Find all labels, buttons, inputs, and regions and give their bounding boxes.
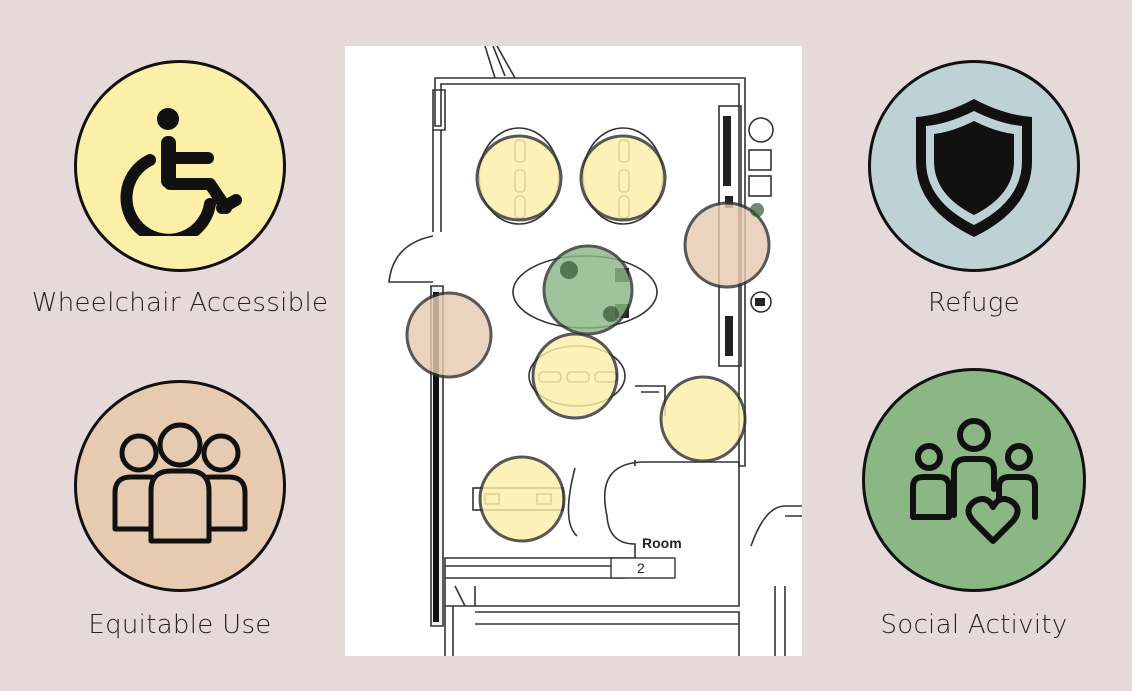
social-activity-circle (862, 368, 1086, 592)
wheelchair-accessible-circle (74, 60, 286, 272)
east-door-swing (750, 505, 802, 547)
plant-icon (603, 306, 619, 322)
people-heart-icon (910, 418, 1038, 544)
wheelchair-accessible-label: Wheelchair Accessible (31, 288, 329, 318)
west-wall-upper (432, 130, 442, 232)
zone-equitable-1 (683, 201, 771, 289)
west-door-swing (388, 235, 434, 283)
room-number: 2 (637, 560, 645, 576)
south-partition (444, 461, 740, 607)
floor-plan: Room 2 (345, 46, 802, 656)
zone-equitable-2 (405, 291, 493, 379)
floor-plan-drawing: Room 2 (388, 46, 802, 656)
equitable-use-label: Equitable Use (88, 610, 272, 640)
zone-wheelchair-3 (531, 332, 619, 420)
south-lines (445, 565, 625, 607)
refuge-label: Refuge (928, 288, 1020, 318)
refuge-circle (868, 60, 1080, 272)
plant-icon (750, 203, 764, 217)
room-door-swing (567, 460, 636, 537)
zone-wheelchair-1 (475, 134, 563, 222)
wheelchair-icon (120, 108, 242, 236)
shield-icon (916, 99, 1032, 237)
social-activity-label: Social Activity (880, 610, 1068, 640)
entry-door-jamb (484, 46, 516, 79)
group-people-icon (112, 422, 248, 544)
zone-social (542, 244, 634, 336)
zone-wheelchair-5 (478, 455, 566, 543)
plant-icon (560, 261, 578, 279)
east-fixture (748, 117, 774, 143)
wall-column (432, 89, 446, 131)
zone-wheelchair-2 (579, 134, 667, 222)
room-number-box (610, 557, 676, 579)
window-band (433, 292, 439, 622)
equitable-use-circle (74, 380, 286, 592)
room-label: Room (642, 535, 682, 551)
zone-wheelchair-4 (659, 375, 747, 463)
lower-walls (444, 606, 740, 656)
east-lower-wall (774, 586, 786, 656)
